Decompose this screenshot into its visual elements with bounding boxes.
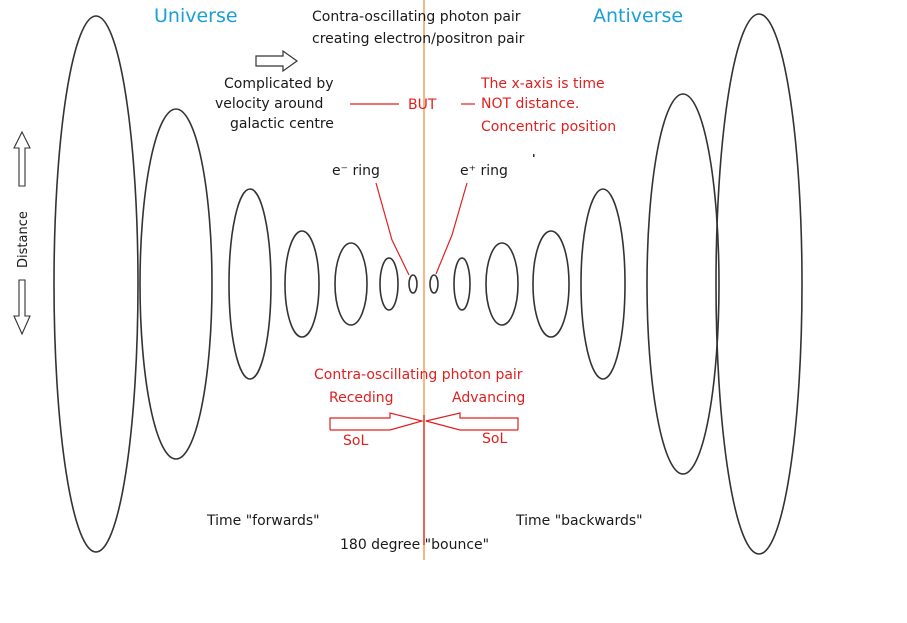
complication-line-2: velocity around bbox=[215, 96, 323, 112]
antiverse-ring-4 bbox=[532, 230, 570, 338]
sol-right-label: SoL bbox=[482, 431, 507, 447]
distance-down-arrow-icon bbox=[13, 279, 31, 336]
universe-ring-2 bbox=[139, 108, 213, 460]
distance-axis-label: Distance bbox=[16, 211, 31, 268]
antiverse-ring-1 bbox=[715, 13, 803, 555]
positron-pointer bbox=[435, 182, 468, 275]
universe-ring-4 bbox=[284, 230, 320, 338]
receding-label: Receding bbox=[329, 390, 394, 406]
bounce-label: 180 degree "bounce" bbox=[340, 537, 489, 553]
electron-ring bbox=[408, 274, 418, 294]
top-note-line-1: Contra-oscillating photon pair bbox=[312, 9, 521, 25]
hollow-right-arrow-icon bbox=[255, 49, 299, 73]
universe-heading: Universe bbox=[154, 5, 238, 27]
time-backwards-label: Time "backwards" bbox=[515, 513, 643, 529]
universe-rings bbox=[53, 15, 418, 553]
antiverse-ring-5 bbox=[485, 242, 519, 326]
top-note-line-2: creating electron/positron pair bbox=[312, 31, 525, 47]
antiverse-ring-2 bbox=[646, 93, 720, 475]
x-axis-note-line-3: Concentric position bbox=[481, 119, 616, 135]
sol-right-arrow-icon bbox=[425, 412, 519, 431]
photon-pair-title: Contra-oscillating photon pair bbox=[314, 367, 523, 383]
electron-pointer bbox=[375, 182, 410, 276]
complication-line-1: Complicated by bbox=[224, 76, 334, 92]
advancing-label: Advancing bbox=[452, 390, 525, 406]
antiverse-ring-6 bbox=[453, 257, 471, 311]
stray-mark bbox=[533, 154, 535, 157]
electron-ring-label: e⁻ ring bbox=[332, 163, 380, 179]
complication-line-3: galactic centre bbox=[230, 116, 334, 132]
sol-left-label: SoL bbox=[343, 433, 368, 449]
antiverse-rings bbox=[429, 13, 803, 555]
time-forwards-label: Time "forwards" bbox=[206, 513, 320, 529]
x-axis-note-line-2: NOT distance. bbox=[481, 96, 579, 112]
but-label: BUT bbox=[408, 97, 437, 113]
universe-ring-1 bbox=[53, 15, 139, 553]
antiverse-heading: Antiverse bbox=[593, 5, 683, 27]
universe-ring-6 bbox=[379, 257, 399, 311]
x-axis-note-line-1: The x-axis is time bbox=[480, 76, 605, 92]
positron-ring-label: e⁺ ring bbox=[460, 163, 508, 179]
universe-ring-3 bbox=[228, 188, 272, 380]
universe-ring-5 bbox=[334, 242, 368, 326]
distance-up-arrow-icon bbox=[13, 130, 31, 187]
antiverse-ring-3 bbox=[580, 188, 626, 380]
sol-left-arrow-icon bbox=[329, 412, 425, 431]
positron-ring bbox=[429, 274, 439, 294]
